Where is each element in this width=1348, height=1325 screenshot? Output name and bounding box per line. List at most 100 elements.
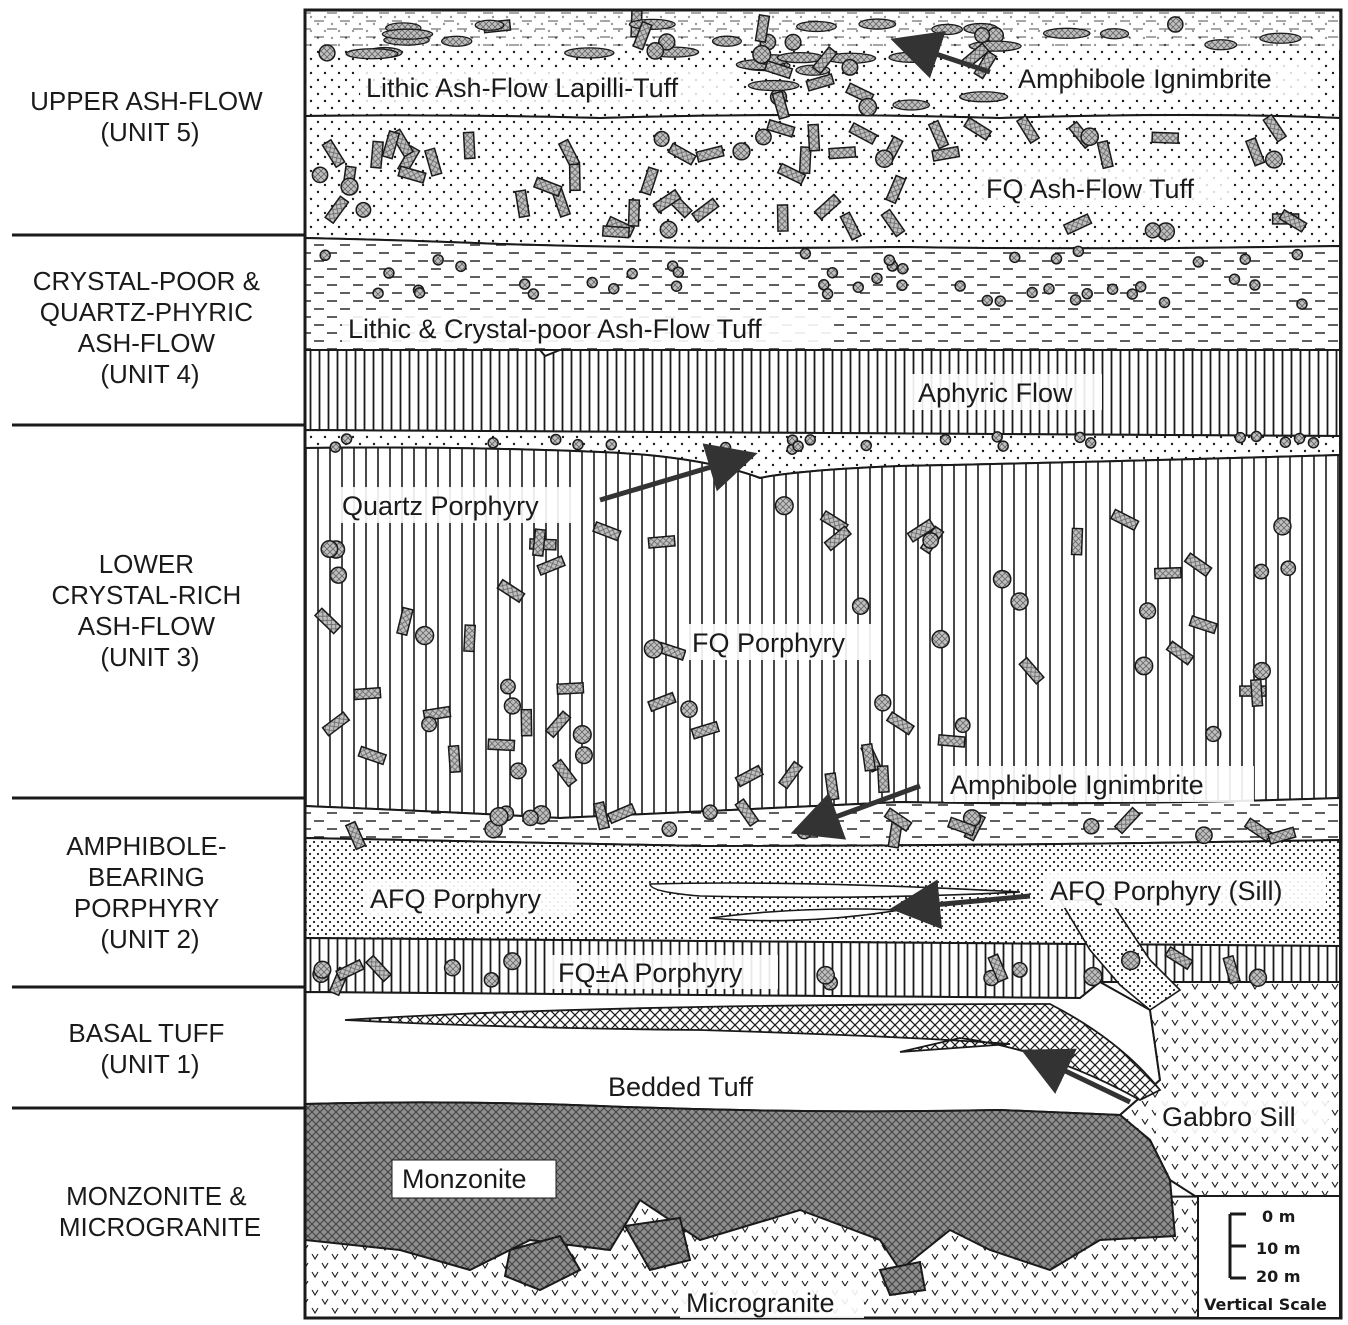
clast-symbol: [923, 533, 938, 548]
clast-symbol: [644, 640, 662, 658]
clast-symbol: [321, 541, 337, 557]
crystal-symbol: [1251, 680, 1263, 707]
clast-symbol: [488, 438, 498, 448]
clast-symbol: [1011, 593, 1028, 610]
clast-symbol: [1086, 438, 1096, 448]
clast-symbol: [501, 679, 515, 693]
clast-symbol: [756, 129, 771, 144]
crystal-symbol: [488, 739, 514, 750]
clast-symbol: [800, 249, 810, 259]
clast-symbol: [853, 282, 863, 292]
crystal-symbol: [464, 625, 475, 651]
basement-label: MONZONITE & MICROGRANITE: [59, 1181, 261, 1242]
clast-symbol: [314, 961, 331, 978]
clast-symbol: [1135, 657, 1152, 674]
clast-symbol: [1193, 257, 1203, 267]
clast-symbol: [627, 269, 637, 279]
label-monzonite: Monzonite: [402, 1164, 527, 1194]
clast-symbol: [897, 280, 907, 290]
clast-symbol: [721, 443, 731, 453]
clast-symbol: [422, 717, 437, 732]
clast-symbol: [842, 60, 858, 76]
clast-symbol: [1280, 437, 1290, 447]
scale-tick-20: 20 m: [1256, 1267, 1301, 1286]
lapilli-symbol: [960, 92, 1008, 102]
clast-symbol: [609, 284, 619, 294]
crystal-symbol: [1072, 528, 1083, 554]
clast-symbol: [876, 150, 893, 167]
clast-symbol: [681, 701, 697, 717]
clast-symbol: [456, 261, 466, 271]
crystal-symbol: [354, 688, 381, 700]
clast-symbol: [606, 440, 616, 450]
unit-2-label: AMPHIBOLE- BEARING PORPHYRY (UNIT 2): [66, 831, 234, 954]
clast-symbol: [312, 167, 327, 182]
clast-symbol: [384, 268, 394, 278]
clast-symbol: [733, 143, 750, 160]
clast-symbol: [576, 747, 593, 764]
clast-symbol: [1240, 254, 1250, 264]
clast-symbol: [1297, 299, 1307, 309]
clast-symbol: [1251, 431, 1261, 441]
clast-symbol: [1127, 289, 1137, 299]
crystal-symbol: [603, 226, 630, 238]
clast-symbol: [859, 98, 876, 115]
clast-symbol: [1266, 151, 1283, 168]
clast-symbol: [853, 598, 869, 614]
clast-symbol: [573, 440, 583, 450]
scale-tick-0: 0 m: [1262, 1207, 1295, 1226]
lapilli-symbol: [748, 81, 798, 91]
clast-symbol: [654, 132, 669, 147]
clast-symbol: [827, 268, 837, 278]
clast-symbol: [1082, 289, 1092, 299]
clast-symbol: [573, 726, 591, 744]
unit-4-label: CRYSTAL-POOR & QUARTZ-PHYRIC ASH-FLOW (U…: [33, 266, 268, 389]
clast-symbol: [1044, 284, 1054, 294]
label-amphibole-ignimbrite-upper: Amphibole Ignimbrite: [1018, 64, 1272, 94]
clast-symbol: [1084, 968, 1102, 986]
clast-symbol: [672, 281, 682, 291]
clast-symbol: [793, 441, 803, 451]
clast-symbol: [415, 288, 425, 298]
clast-symbol: [1253, 663, 1270, 680]
clast-symbol: [342, 434, 352, 444]
clast-symbol: [785, 34, 801, 50]
clast-symbol: [1073, 246, 1083, 256]
crystal-symbol: [521, 710, 531, 736]
crystal-symbol: [570, 164, 580, 190]
clast-symbol: [1254, 564, 1268, 578]
clast-symbol: [1084, 819, 1099, 834]
scale-label: Vertical Scale: [1204, 1295, 1327, 1314]
crystal-symbol: [464, 132, 475, 158]
clast-symbol: [504, 698, 520, 714]
clast-symbol: [1206, 726, 1221, 741]
clast-symbol: [320, 250, 330, 260]
clast-symbol: [703, 805, 717, 819]
clast-symbol: [319, 45, 335, 61]
lapilli-symbol: [797, 21, 837, 31]
clast-symbol: [1294, 433, 1304, 443]
clast-symbol: [955, 281, 965, 291]
clast-symbol: [1013, 963, 1027, 977]
unit-5-label: UPPER ASH-FLOW (UNIT 5): [30, 86, 270, 147]
label-lithic-crystal-poor: Lithic & Crystal-poor Ash-Flow Tuff: [348, 314, 762, 344]
lapilli-symbol: [475, 20, 504, 30]
clast-symbol: [998, 441, 1008, 451]
lapilli-symbol: [713, 36, 742, 46]
crystal-symbol: [1155, 568, 1181, 579]
clast-symbol: [510, 763, 526, 779]
clast-symbol: [1145, 223, 1160, 238]
lapilli-symbol: [932, 24, 963, 34]
label-amphibole-ignimbrite-lower: Amphibole Ignimbrite: [950, 770, 1204, 800]
clast-symbol: [992, 432, 1002, 442]
clast-symbol: [1281, 561, 1295, 575]
clast-symbol: [884, 255, 894, 265]
label-aphyric-flow: Aphyric Flow: [918, 378, 1073, 408]
clast-symbol: [1274, 518, 1291, 535]
clast-symbol: [520, 279, 530, 289]
clast-symbol: [982, 296, 992, 306]
clast-symbol: [1136, 282, 1146, 292]
lapilli-symbol: [893, 100, 929, 110]
label-afq-porphyry: AFQ Porphyry: [370, 884, 542, 914]
clast-symbol: [662, 822, 676, 836]
